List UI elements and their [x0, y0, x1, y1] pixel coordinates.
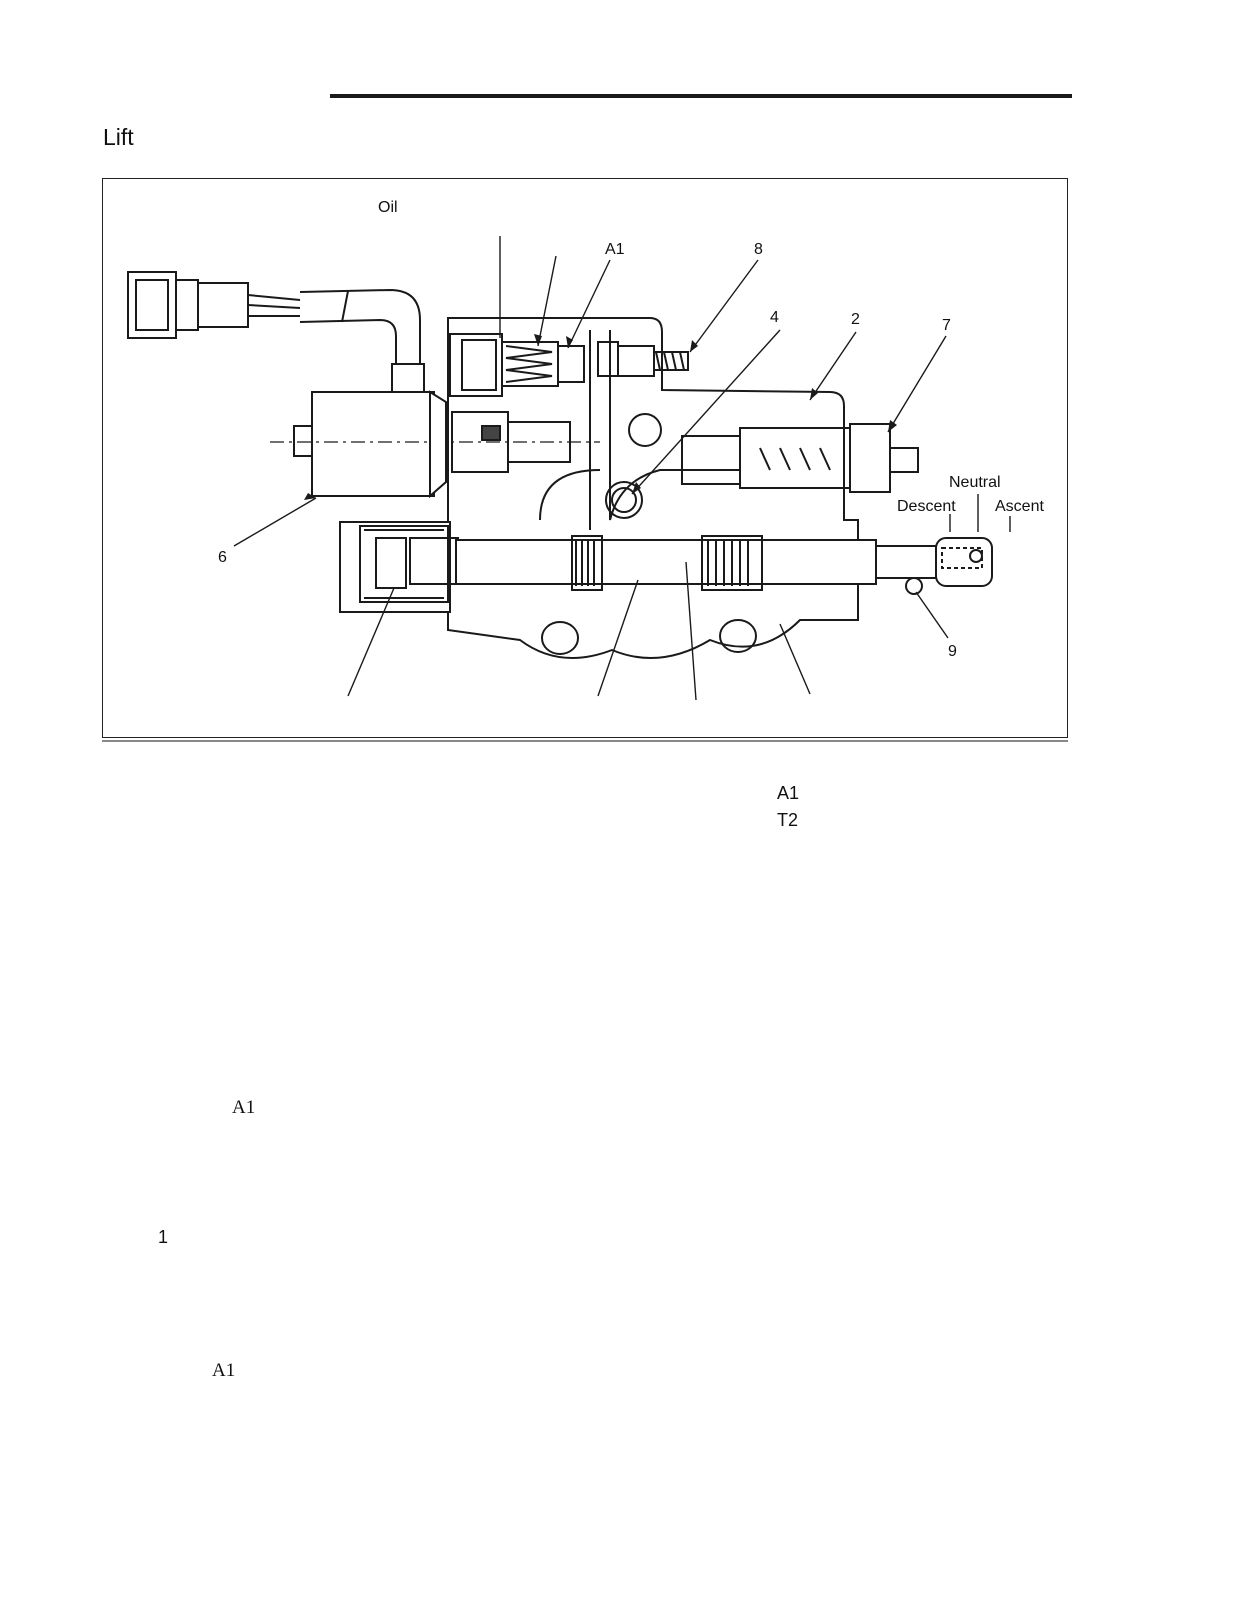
cable-icon — [299, 288, 425, 393]
spool-icon — [339, 521, 993, 613]
label-oil: Oil — [378, 199, 398, 216]
label-8: 8 — [754, 241, 763, 258]
valve-diagram: Oil A1 8 4 2 7 6 9 Neutral Descent Ascen… — [127, 199, 1044, 701]
label-ascent: Ascent — [995, 498, 1044, 515]
label-9: 9 — [948, 643, 957, 660]
header-rule — [330, 94, 1072, 98]
label-descent: Descent — [897, 498, 956, 515]
legend-a1: A1 — [777, 783, 800, 803]
text-a1-first: A1 — [232, 1097, 256, 1118]
solenoid-icon — [270, 390, 600, 499]
plug-8-icon — [597, 341, 689, 377]
label-4: 4 — [770, 309, 779, 326]
label-neutral: Neutral — [949, 474, 1001, 491]
spring-icon — [449, 333, 585, 397]
figure-bottom-rule — [102, 740, 1068, 742]
relief-valve-7-icon — [681, 423, 919, 493]
label-2: 2 — [851, 311, 860, 328]
figure-frame — [102, 178, 1068, 738]
leader-lines — [233, 236, 1011, 701]
arrowheads — [304, 334, 897, 500]
label-6: 6 — [218, 549, 227, 566]
connector-icon — [127, 271, 301, 339]
text-a1-second: A1 — [212, 1360, 236, 1381]
page-title: Lift — [103, 124, 134, 150]
legend-t2: T2 — [777, 810, 799, 830]
label-7: 7 — [942, 317, 951, 334]
label-a1: A1 — [605, 241, 625, 258]
text-number-1: 1 — [158, 1227, 169, 1247]
